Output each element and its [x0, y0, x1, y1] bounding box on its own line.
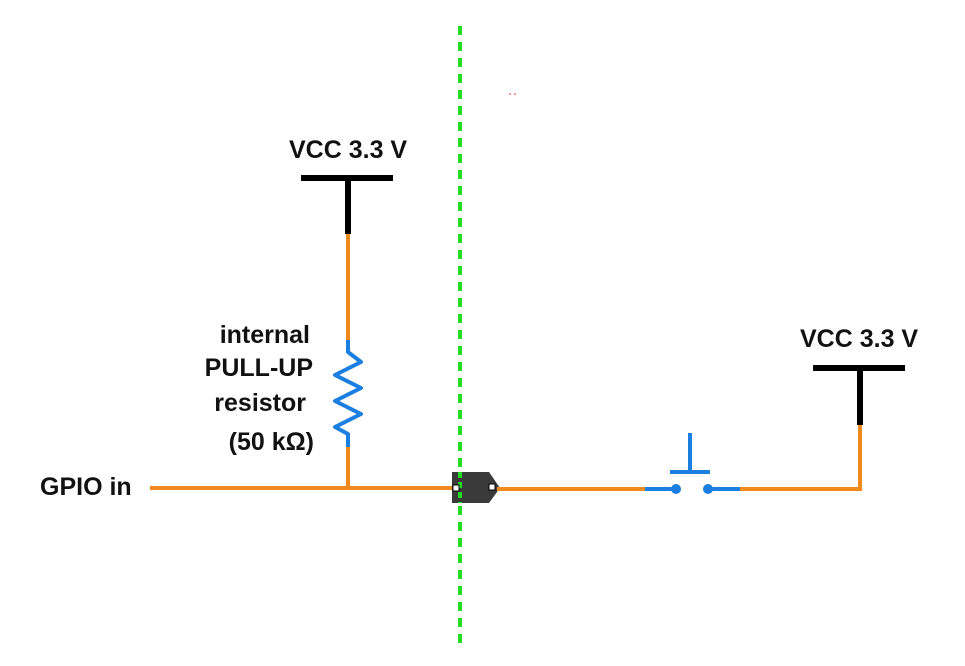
vcc-left-label: VCC 3.3 V	[289, 136, 407, 164]
connector-pin-left	[452, 484, 460, 492]
vcc-right-label: VCC 3.3 V	[800, 325, 918, 353]
wire-switch-to-vcc	[740, 425, 862, 491]
stray-mark	[514, 93, 516, 95]
resistor-label-line3: resistor	[214, 389, 306, 417]
stray-mark	[509, 93, 511, 95]
pin-connector	[452, 472, 500, 503]
resistor-label-line2: PULL-UP	[205, 354, 313, 382]
resistor-label-line1: internal	[220, 321, 310, 349]
pull-up-resistor	[333, 340, 363, 447]
gpio-label: GPIO in	[40, 473, 132, 501]
push-button-switch	[645, 433, 740, 494]
connector-pin-right	[488, 483, 496, 491]
resistor-label-line4: (50 kΩ)	[229, 428, 314, 456]
